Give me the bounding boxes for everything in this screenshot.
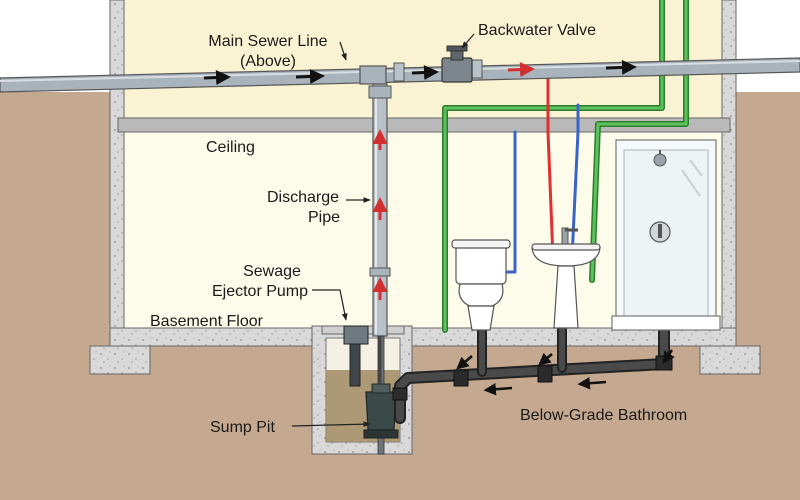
coupling xyxy=(471,59,483,79)
left-wall xyxy=(109,0,125,346)
leader-lines xyxy=(291,33,475,428)
label-basement-floor: Basement Floor xyxy=(150,313,264,330)
toilet-icon xyxy=(451,239,511,331)
cold-supply-sink xyxy=(570,103,580,260)
cold-supply-toilet xyxy=(501,130,517,274)
ejector-pump-icon xyxy=(343,325,399,439)
label-sewage: Sewage xyxy=(243,263,301,280)
basement-floor-slab xyxy=(109,327,737,347)
right-wall xyxy=(721,0,737,346)
sink-icon xyxy=(531,227,601,329)
sewer-flow-arrows xyxy=(203,59,637,85)
shower-icon xyxy=(611,139,721,331)
label-ceiling: Ceiling xyxy=(206,139,255,156)
label-discharge: Discharge xyxy=(267,189,339,206)
red-flow-arrows xyxy=(372,62,535,300)
left-footing xyxy=(89,345,151,375)
coupling xyxy=(393,62,405,82)
water-supply xyxy=(501,68,580,274)
label-pipe: Pipe xyxy=(308,209,340,226)
label-below-grade-bathroom: Below-Grade Bathroom xyxy=(520,407,687,424)
tee-fitting xyxy=(359,65,387,85)
right-footing xyxy=(699,345,761,375)
label-main-sewer-line: Main Sewer Line xyxy=(208,33,327,50)
drain-flow-arrows xyxy=(456,349,675,396)
backwater-valve-icon xyxy=(441,45,473,83)
label-backwater-valve: Backwater Valve xyxy=(478,22,596,39)
label-main-sewer-line-above: (Above) xyxy=(240,53,296,70)
hot-supply-sink xyxy=(546,68,555,260)
upper-wall xyxy=(124,0,722,118)
label-sump-pit: Sump Pit xyxy=(210,419,275,436)
label-ejector-pump: Ejector Pump xyxy=(212,283,308,300)
